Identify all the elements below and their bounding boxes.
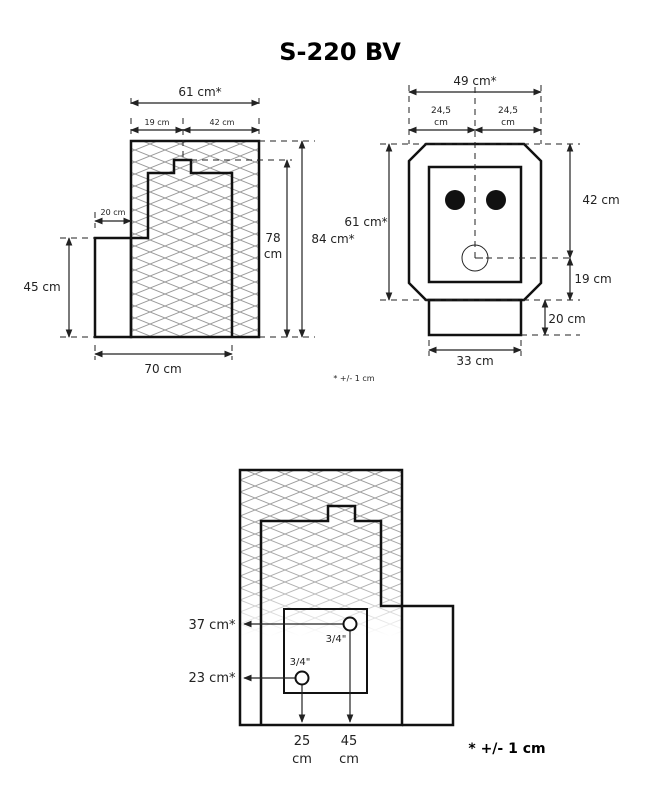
- dim-upper-outlet-x-unit: cm: [339, 752, 359, 767]
- dim-height-total: 61 cm*: [344, 215, 387, 229]
- dim-width-total: 49 cm*: [453, 74, 496, 88]
- dim-base-height: 20 cm: [548, 312, 585, 326]
- dim-inner-height-unit: cm: [264, 247, 282, 261]
- dim-base-width: 33 cm: [456, 354, 493, 368]
- firebox-outline: [131, 158, 234, 337]
- stove-body: [238, 468, 404, 727]
- dim-tank-width: 20 cm: [101, 208, 126, 217]
- dim-half-left: 24,5: [431, 106, 451, 116]
- tolerance-note: * +/- 1 cm: [468, 741, 545, 757]
- dim-half-right: 24,5: [498, 106, 518, 116]
- lower-outlet-size: 3/4": [290, 657, 311, 668]
- dim-lower-outlet-x-unit: cm: [292, 752, 312, 767]
- dim-inner-height: 78: [265, 231, 280, 245]
- dim-lower-outlet-x: 25: [294, 734, 311, 749]
- dim-lower-height: 19 cm: [574, 272, 611, 286]
- dim-half-left-unit: cm: [434, 118, 448, 128]
- outlet-right: [486, 190, 506, 210]
- water-tank: [93, 236, 133, 339]
- lower-outlet: [294, 670, 310, 686]
- firebox-outline: [259, 504, 455, 727]
- tolerance-note: * +/- 1 cm: [333, 374, 374, 383]
- dim-width-left: 19 cm: [145, 118, 170, 127]
- side-view: 61 cm* 19 cm 42 cm 20 cm 45 cm 78 cm 84 …: [23, 85, 374, 383]
- connection-plate: [283, 608, 368, 694]
- dim-width-right: 42 cm: [210, 118, 235, 127]
- dim-upper-outlet-x: 45: [341, 734, 358, 749]
- insulation-hatch: [240, 470, 402, 725]
- dim-lower-outlet-height: 23 cm*: [189, 671, 236, 686]
- dim-tank-height: 45 cm: [23, 280, 60, 294]
- dim-width-total: 61 cm*: [178, 85, 221, 99]
- dim-half-right-unit: cm: [501, 118, 515, 128]
- rear-view: 37 cm* 23 cm* 3/4" 3/4" 25 cm 45 cm * +/…: [189, 468, 546, 767]
- dim-total-height: 84 cm*: [311, 232, 354, 246]
- front-view: 49 cm* 24,5 cm 24,5 cm 61 cm* 42 cm 19 c…: [344, 74, 619, 368]
- dim-upper-outlet-height: 37 cm*: [189, 618, 236, 633]
- page-title: S-220 BV: [279, 38, 401, 66]
- outlet-left: [445, 190, 465, 210]
- base-stand: [427, 298, 523, 337]
- upper-outlet: [342, 616, 358, 632]
- dim-base-width: 70 cm: [144, 362, 181, 376]
- firebox: [148, 160, 232, 337]
- dim-upper-height: 42 cm: [582, 193, 619, 207]
- upper-outlet-size: 3/4": [326, 634, 347, 645]
